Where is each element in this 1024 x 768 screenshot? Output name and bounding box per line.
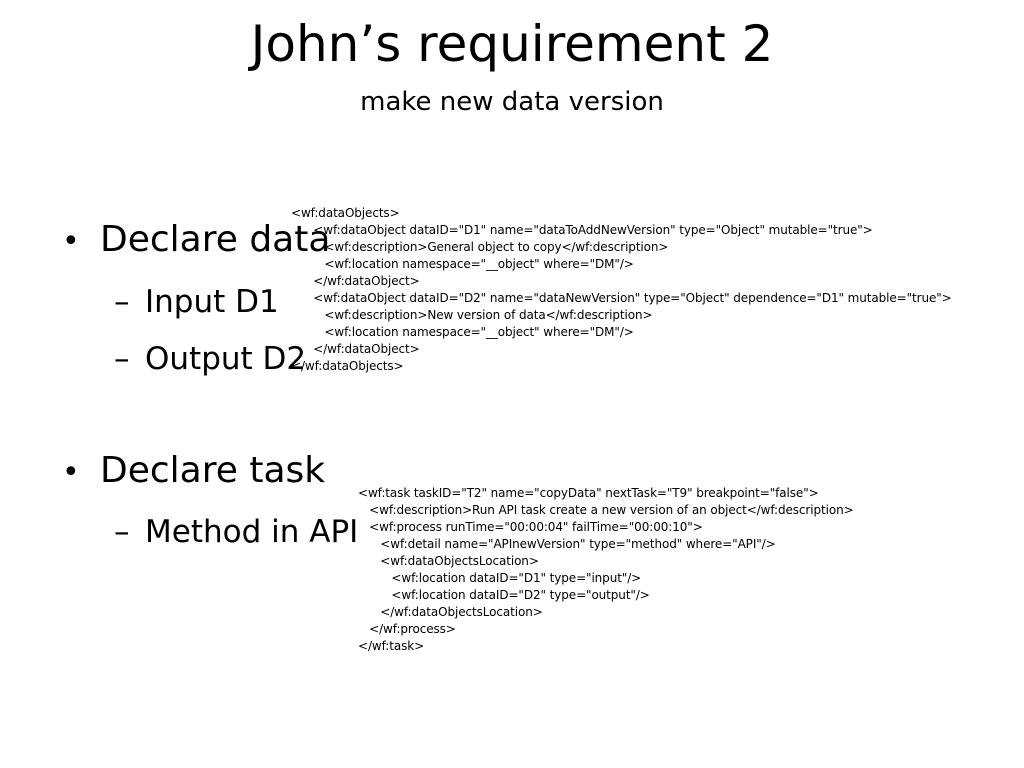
slide-title: John’s requirement 2 (250, 15, 774, 73)
xml-line: <wf:process runTime="00:00:04" failTime=… (358, 520, 703, 534)
xml-line: </wf:process> (358, 622, 456, 636)
xml-line: <wf:description>Run API task create a ne… (358, 503, 854, 517)
xml-line: <wf:dataObject dataID="D2" name="dataNew… (291, 291, 952, 305)
bullet-dot: • (62, 224, 80, 259)
sub-bullet-output-d2: –Output D2 (0, 341, 306, 377)
bullet-label: Declare data (100, 219, 331, 260)
xml-line: <wf:description>New version of data</wf:… (291, 308, 653, 322)
xml-line: <wf:dataObjectsLocation> (358, 554, 539, 568)
xml-line: <wf:dataObject dataID="D1" name="dataToA… (291, 223, 873, 237)
xml-line: </wf:dataObject> (291, 274, 420, 288)
xml-data-objects-block: <wf:dataObjects> <wf:dataObject dataID="… (291, 205, 952, 375)
sub-bullet-label: Output D2 (145, 341, 307, 377)
xml-line: <wf:detail name="APInewVersion" type="me… (358, 537, 776, 551)
sub-bullet-label: Method in API (145, 514, 359, 550)
xml-line: </wf:dataObject> (291, 342, 420, 356)
bullet-declare-task: • Declare task (0, 451, 325, 493)
xml-line: <wf:location namespace="__object" where=… (291, 325, 634, 339)
xml-line: <wf:location namespace="__object" where=… (291, 257, 634, 271)
bullet-label: Declare task (100, 450, 326, 491)
sub-bullet-dash: – (114, 341, 130, 377)
slide-subtitle: make new data version (360, 87, 664, 117)
xml-line: <wf:description>General object to copy</… (291, 240, 669, 254)
sub-bullet-dash: – (114, 514, 130, 550)
sub-bullet-dash: – (114, 284, 130, 320)
xml-line: <wf:location dataID="D2" type="output"/> (358, 588, 650, 602)
xml-line: <wf:dataObjects> (291, 206, 400, 220)
bullet-declare-data: • Declare data (0, 220, 330, 262)
xml-line: <wf:task taskID="T2" name="copyData" nex… (358, 486, 819, 500)
xml-line: <wf:location dataID="D1" type="input"/> (358, 571, 642, 585)
sub-bullet-label: Input D1 (145, 284, 279, 320)
bullet-dot: • (62, 455, 80, 490)
xml-line: </wf:task> (358, 639, 425, 653)
xml-line: </wf:dataObjectsLocation> (358, 605, 543, 619)
xml-task-block: <wf:task taskID="T2" name="copyData" nex… (358, 485, 854, 655)
sub-bullet-method-in-api: –Method in API (0, 514, 358, 550)
xml-line: </wf:dataObjects> (291, 359, 404, 373)
sub-bullet-input-d1: –Input D1 (0, 284, 279, 320)
